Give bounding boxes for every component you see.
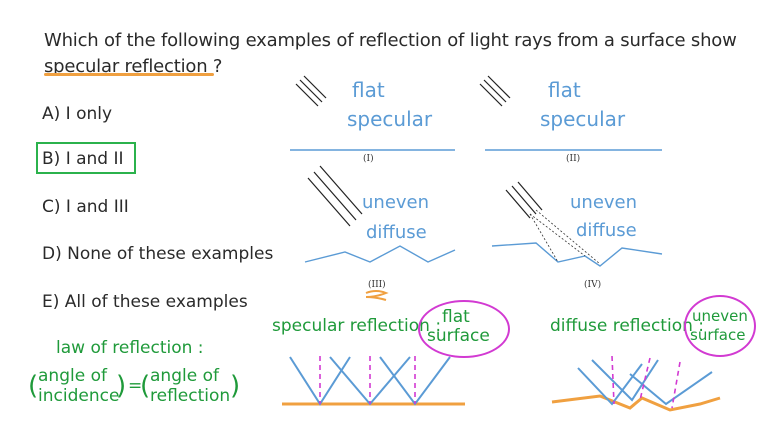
law-right-close-paren: ) <box>230 371 241 401</box>
panel-1-line-1: flat <box>352 78 385 102</box>
question-text: Which of the following examples of refle… <box>44 28 737 80</box>
panel-3-caption: (III) <box>368 280 386 290</box>
option-b[interactable]: B) I and II <box>42 149 124 169</box>
panel-3-graphic <box>304 165 456 263</box>
question-line-1: Which of the following examples of refle… <box>44 30 737 51</box>
panel-3-line-2: diffuse <box>366 222 427 243</box>
law-left-paren: ( <box>28 371 39 401</box>
panel-4-caption: (IV) <box>584 280 602 290</box>
option-c[interactable]: C) I and III <box>42 197 129 217</box>
law-left-line-2: incidence <box>38 386 120 406</box>
answer-highlight-box <box>36 142 136 174</box>
specular-bubble-line-2: surface <box>427 326 490 346</box>
panel-4-graphic <box>491 181 663 267</box>
law-right-line-1: angle of <box>150 366 219 386</box>
highlight-squiggle <box>365 290 389 301</box>
panel-3-line-1: uneven <box>362 192 430 213</box>
diffuse-bubble <box>684 295 756 357</box>
panel-2-caption: (II) <box>566 154 581 164</box>
panel-1-graphic <box>290 75 455 151</box>
panel-4-line-1: uneven <box>570 192 638 213</box>
question-line-2: specular reflection ? <box>44 56 223 77</box>
panel-2-line-2: specular <box>540 107 626 131</box>
law-right-line-2: reflection <box>150 386 231 406</box>
specular-bubble <box>418 300 510 358</box>
law-title: law of reflection : <box>56 338 204 358</box>
law-left-line-1: angle of <box>38 366 107 386</box>
option-d[interactable]: D) None of these examples <box>42 244 274 264</box>
law-right-paren: ( <box>140 371 151 401</box>
specular-note-label: specular reflection : <box>272 316 442 336</box>
specular-bubble-line-1: flat <box>442 307 470 327</box>
panel-1-caption: (I) <box>363 154 374 164</box>
diffuse-note-label: diffuse reflection : <box>550 316 705 336</box>
diffuse-bubble-line-1: uneven <box>692 307 748 325</box>
panel-1-line-2: specular <box>347 107 433 131</box>
diffuse-bubble-line-2: surface <box>690 326 746 344</box>
panel-2-graphic <box>479 75 662 151</box>
option-e[interactable]: E) All of these examples <box>42 292 248 312</box>
option-a[interactable]: A) I only <box>42 104 113 124</box>
question-highlight-underline <box>44 73 214 76</box>
law-equals: = <box>128 376 143 396</box>
law-left-close-paren: ) <box>116 371 127 401</box>
specular-sketch <box>282 356 465 406</box>
panel-4-line-2: diffuse <box>576 220 637 241</box>
diffuse-sketch <box>551 355 721 412</box>
panel-2-line-1: flat <box>548 78 581 102</box>
